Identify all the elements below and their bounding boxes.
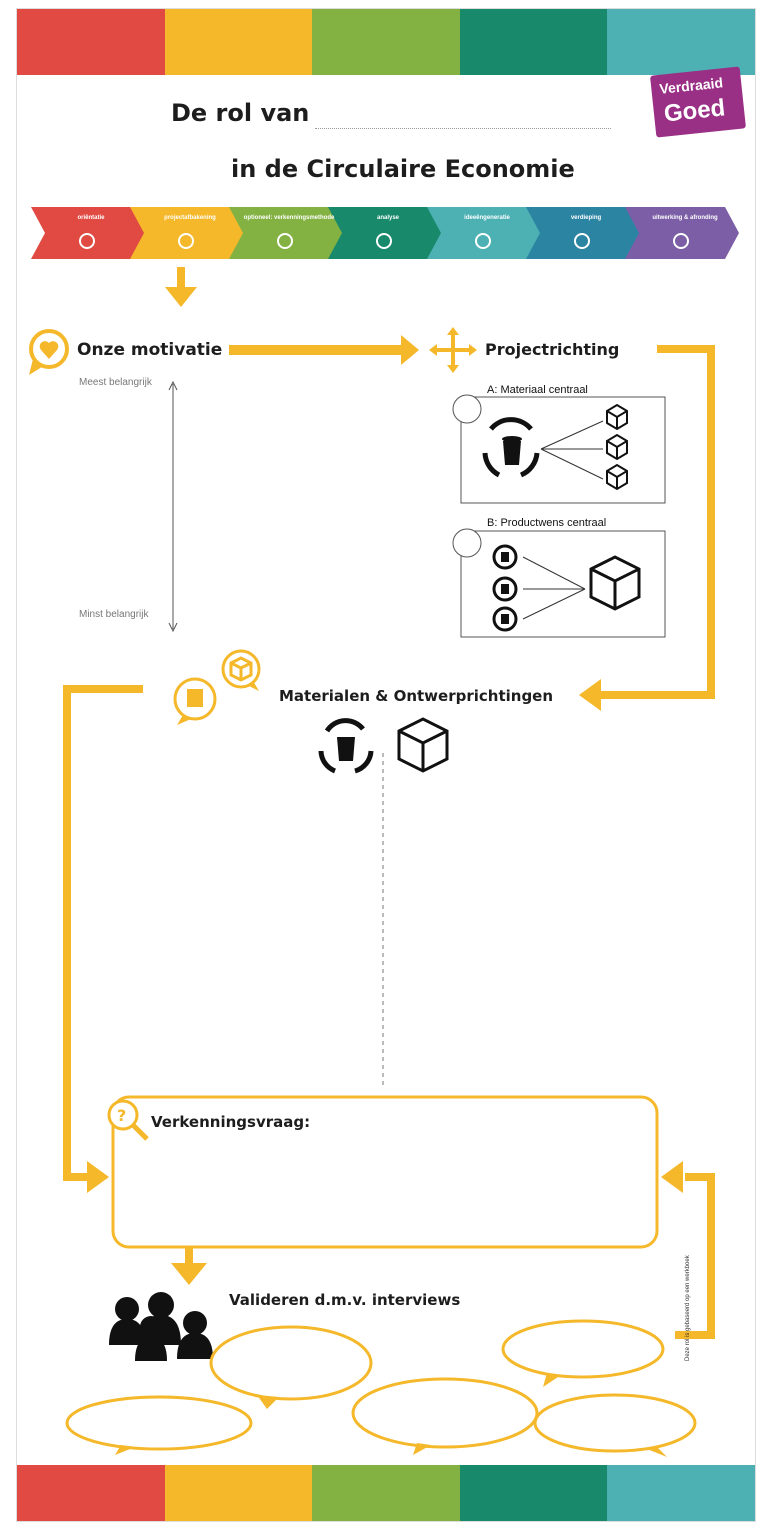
direction-title: Projectrichting bbox=[485, 340, 620, 359]
product-cube-icon bbox=[397, 717, 449, 773]
recycle-cup-icon bbox=[482, 417, 540, 478]
process-step-label: verdieping bbox=[570, 215, 602, 221]
question-answer-area[interactable] bbox=[129, 1139, 639, 1239]
bottom-color-stripe bbox=[17, 1465, 755, 1521]
heart-icon bbox=[178, 233, 194, 249]
flow-diagram: ? bbox=[29, 267, 715, 1457]
magnifier-icon bbox=[277, 233, 293, 249]
top-color-stripe bbox=[17, 9, 755, 75]
process-step-label: projectafbakening bbox=[164, 215, 216, 221]
process-step-label: ideeëngeneratie bbox=[464, 215, 510, 221]
importance-scale bbox=[168, 380, 178, 633]
arrow-motivation-to-direction bbox=[229, 335, 419, 365]
move-icon bbox=[79, 233, 95, 249]
process-step-label: uitwerking & afronding bbox=[652, 215, 718, 221]
cup-cube-bubble-icons bbox=[173, 649, 261, 725]
option-b-label: B: Productwens centraal bbox=[487, 517, 607, 529]
process-step-2 bbox=[130, 207, 244, 259]
process-step-4 bbox=[328, 207, 442, 259]
small-recycle-icons bbox=[492, 544, 518, 632]
option-a-box bbox=[452, 394, 666, 504]
process-step-label: oriëntatie bbox=[77, 215, 105, 221]
arrow-materials-to-question bbox=[63, 685, 143, 1193]
motivation-title: Onze motivatie bbox=[77, 340, 223, 360]
option-b-box bbox=[452, 528, 666, 638]
bulb-icon bbox=[475, 233, 491, 249]
process-steps bbox=[31, 207, 739, 259]
title-line-2: in de Circulaire Economie bbox=[231, 155, 575, 183]
small-cube-icons bbox=[606, 403, 628, 491]
arrow-interviews-to-question bbox=[661, 1161, 715, 1339]
process-step-1 bbox=[31, 207, 145, 259]
heart-bubble-icon bbox=[29, 329, 69, 375]
question-box bbox=[111, 1095, 659, 1249]
document-icon bbox=[574, 233, 590, 249]
option-a-checkbox[interactable] bbox=[453, 395, 481, 423]
process-step-6 bbox=[526, 207, 640, 259]
arrow-direction-to-materials bbox=[579, 345, 715, 711]
question-title: Verkenningsvraag: bbox=[151, 1113, 311, 1131]
question-magnifier-icon: ? bbox=[107, 1099, 149, 1141]
option-a-label: A: Materiaal centraal bbox=[487, 384, 588, 396]
arrow-question-to-interviews bbox=[171, 1247, 207, 1285]
svg-text:?: ? bbox=[117, 1106, 126, 1125]
people-group-icon bbox=[109, 1292, 213, 1361]
title-line-1: De rol van bbox=[171, 99, 310, 127]
arrow-down-from-steps bbox=[165, 267, 197, 307]
move-arrows-icon bbox=[429, 327, 477, 373]
option-b-checkbox[interactable] bbox=[453, 529, 481, 557]
process-step-3 bbox=[229, 207, 343, 259]
validate-title: Valideren d.m.v. interviews bbox=[229, 1291, 461, 1309]
material-recycle-icon bbox=[318, 718, 374, 774]
canvas-sheet: De rol van in de Circulaire Economie Ver… bbox=[16, 8, 756, 1522]
process-step-label: analyse bbox=[376, 215, 400, 221]
recycle-icon bbox=[376, 233, 392, 249]
interview-bubbles bbox=[65, 1319, 697, 1453]
most-important-label: Meest belangrijk bbox=[79, 377, 152, 388]
process-step-7 bbox=[625, 207, 739, 259]
book-icon bbox=[673, 233, 689, 249]
title-fill-in-line[interactable] bbox=[315, 128, 611, 129]
materials-title: Materialen & Ontwerprichtingen bbox=[279, 687, 554, 705]
process-step-5 bbox=[427, 207, 541, 259]
process-step-label: optioneel: verkenningsmethode bbox=[243, 215, 335, 221]
footnote: Deze rol is gebaseerd op een werkboek bbox=[685, 1255, 691, 1361]
least-important-label: Minst belangrijk bbox=[79, 609, 149, 620]
large-cube-icon bbox=[589, 555, 641, 611]
